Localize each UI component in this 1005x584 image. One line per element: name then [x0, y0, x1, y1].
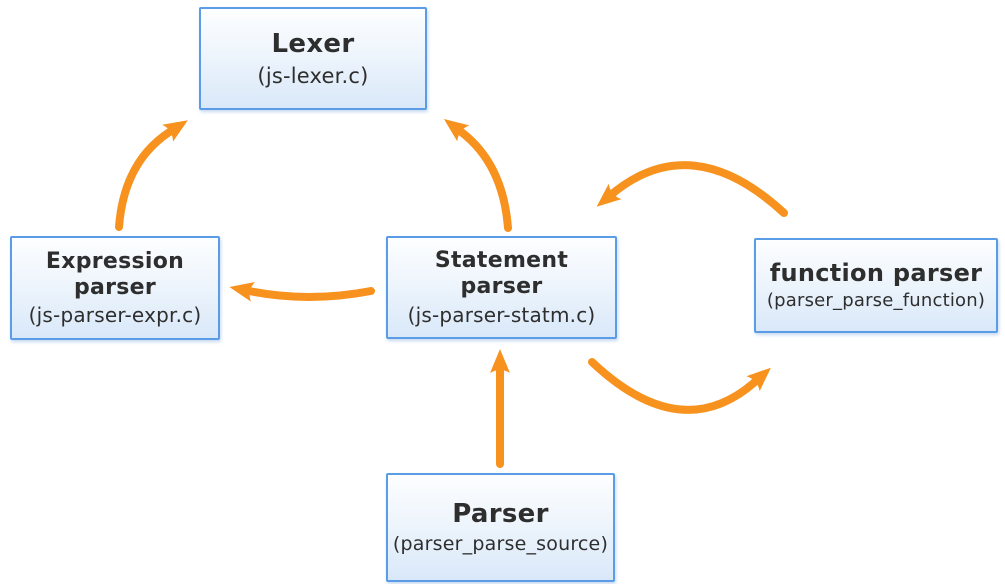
arrow-statement-parser-to-expression-parser: [229, 281, 375, 302]
node-lexer-subtitle: (js-lexer.c): [257, 63, 369, 88]
arrow-expression-parser-to-lexer: [115, 120, 188, 231]
node-lexer-title: Lexer: [271, 29, 355, 60]
node-statement-parser-subtitle: (js-parser-statm.c): [407, 302, 596, 327]
node-lexer: Lexer (js-lexer.c): [199, 7, 427, 110]
node-expression-parser: Expression parser (js-parser-expr.c): [10, 236, 220, 340]
arrow-statement-parser-to-function-parser: [588, 358, 771, 414]
node-function-parser-subtitle: (parser_parse_function): [766, 290, 986, 312]
node-parser-title: Parser: [452, 499, 549, 530]
node-function-parser: function parser (parser_parse_function): [754, 238, 998, 333]
node-expression-parser-subtitle: (js-parser-expr.c): [28, 303, 202, 328]
node-parser: Parser (parser_parse_source): [386, 473, 615, 582]
node-parser-subtitle: (parser_parse_source): [392, 532, 609, 555]
arrow-statement-parser-to-lexer: [443, 119, 512, 232]
node-expression-parser-title: Expression parser: [45, 248, 185, 300]
node-statement-parser-title: Statement parser: [434, 248, 569, 299]
node-function-parser-title: function parser: [769, 259, 983, 287]
arrow-function-parser-to-statement-parser: [596, 161, 788, 217]
node-statement-parser: Statement parser (js-parser-statm.c): [386, 236, 617, 339]
